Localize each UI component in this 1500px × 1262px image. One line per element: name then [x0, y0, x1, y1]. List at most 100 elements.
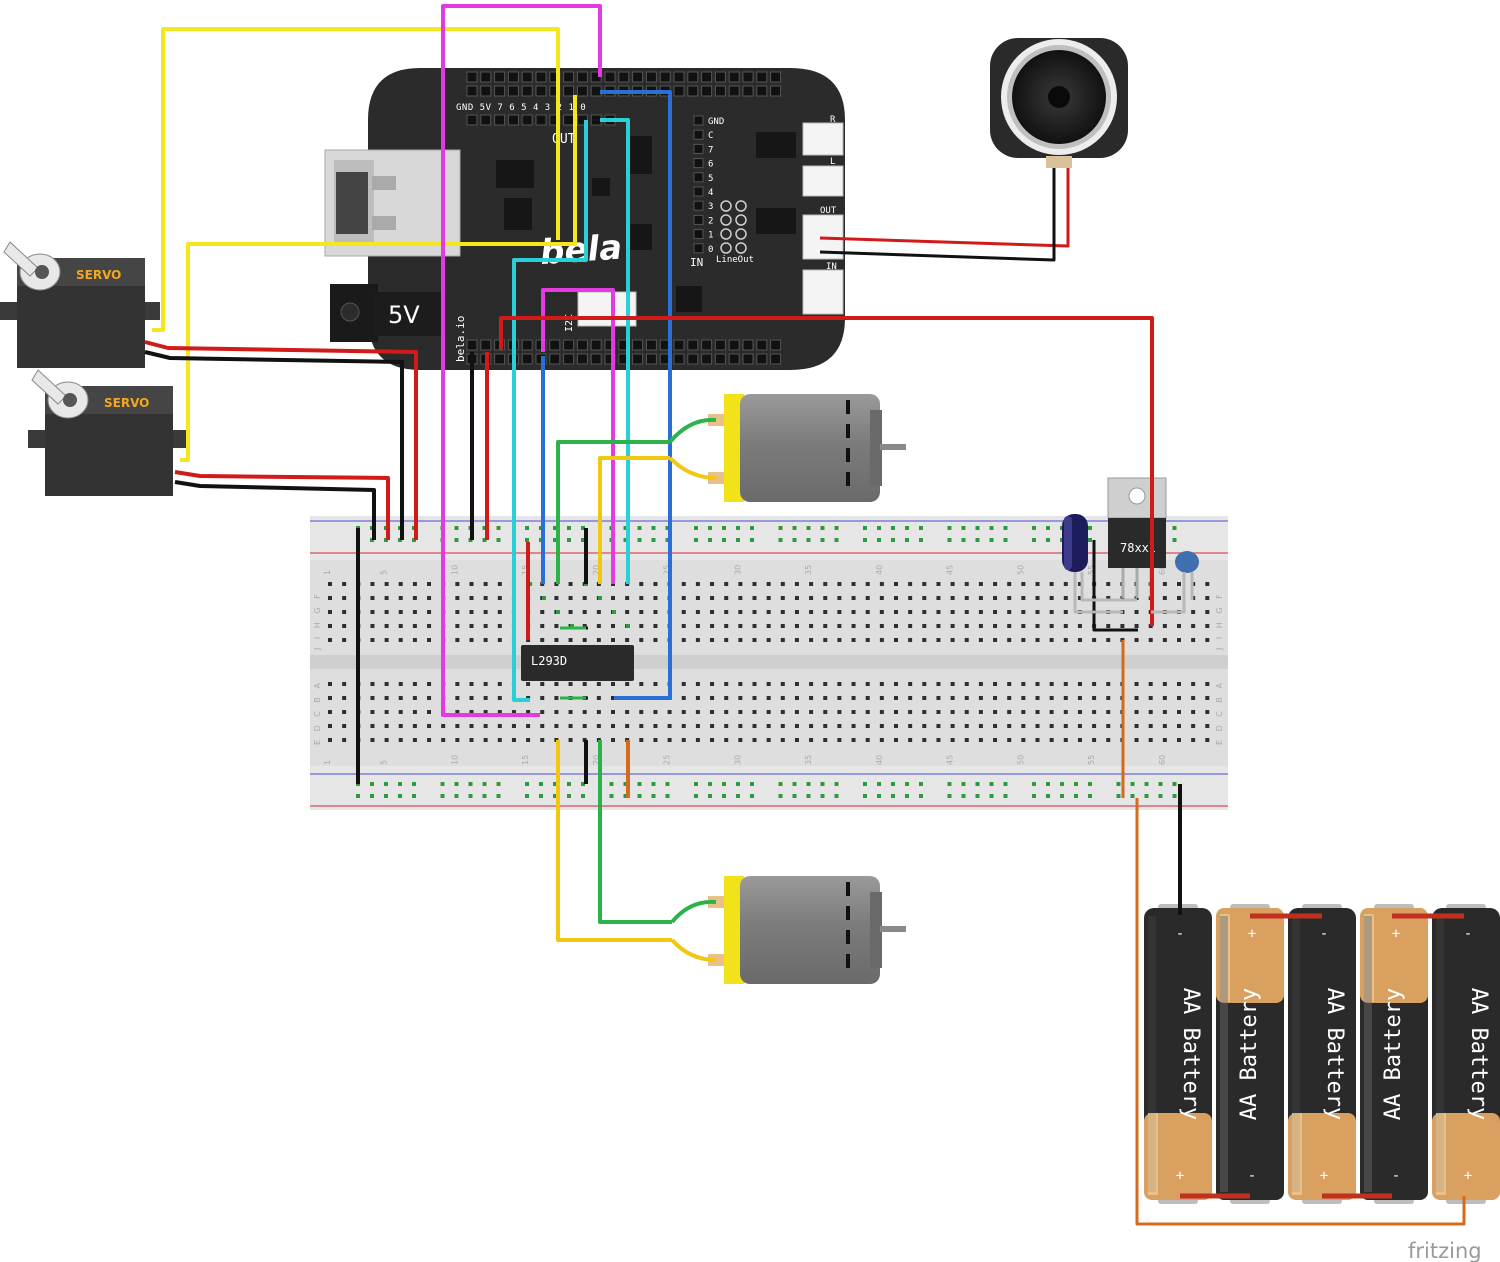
- breadboard-row-letters-bottom-right: E D C B A: [1215, 680, 1224, 745]
- green-wire: [670, 899, 717, 924]
- column-number: 55: [1087, 565, 1096, 575]
- battery-label: AA Battery: [1322, 988, 1347, 1120]
- column-number: 50: [1016, 755, 1025, 765]
- aa-battery: AA Battery + -: [1216, 904, 1284, 1204]
- yellow-wire: [670, 938, 717, 962]
- column-number: 30: [733, 755, 742, 765]
- column-number: 50: [1016, 565, 1025, 575]
- yellow-wire: [668, 456, 717, 480]
- site-label: bela.io: [454, 316, 467, 362]
- orange-wire: [1135, 798, 1466, 1226]
- battery-label: AA Battery: [1381, 988, 1406, 1120]
- battery-polarity-bottom: -: [1248, 1168, 1256, 1184]
- column-number: 5: [380, 760, 389, 765]
- audio-connectors: [802, 122, 844, 315]
- red-wire: [819, 168, 1070, 248]
- column-number: 45: [946, 755, 955, 765]
- breadboard-row-letters-top-right: J I H G F: [1215, 591, 1224, 651]
- battery-label: AA Battery: [1178, 988, 1203, 1120]
- column-number: 60: [1158, 565, 1167, 575]
- top-header-labels: GND 5V 7 6 5 4 3 2 1 0: [456, 103, 586, 113]
- pin-label: 6: [708, 160, 713, 170]
- red-wire: [144, 340, 418, 540]
- black-wire: [1092, 540, 1138, 632]
- black-wire: [819, 168, 1056, 262]
- servo-1-label: SERVO: [76, 268, 121, 282]
- blue-wire: [600, 90, 672, 700]
- column-number: 1: [323, 760, 332, 765]
- column-number: 20: [592, 755, 601, 765]
- wires: [144, 4, 1466, 1226]
- out-label: OUT: [552, 132, 576, 147]
- voltage-regulator: 78xxl: [1107, 477, 1167, 598]
- column-number: 45: [946, 565, 955, 575]
- capacitor-lead: [1151, 572, 1186, 614]
- column-number: 35: [804, 565, 813, 575]
- green-wire: [556, 440, 670, 584]
- aa-battery: AA Battery-+: [1432, 904, 1500, 1204]
- ethernet-port: [324, 149, 461, 257]
- column-number: 10: [450, 755, 459, 765]
- yellow-wire: [556, 740, 672, 942]
- aa-battery: AA Battery-+: [1144, 904, 1212, 1204]
- battery-polarity-bottom: -: [1392, 1168, 1400, 1184]
- regulator-label: 78xxl: [1120, 541, 1156, 555]
- column-number: 10: [450, 565, 459, 575]
- column-number: 1: [323, 570, 332, 575]
- servo-1: SERVO: [0, 241, 160, 368]
- column-number: 35: [804, 755, 813, 765]
- pin-label: 5: [708, 174, 713, 184]
- magenta-wire: [541, 288, 615, 584]
- pin-label: 7: [708, 145, 713, 155]
- bela-logo: bela: [539, 227, 624, 273]
- yellow-wire: [598, 456, 670, 584]
- pin-label: 2: [708, 216, 713, 226]
- battery-polarity-top: +: [1248, 926, 1256, 942]
- ic-label: L293D: [531, 654, 567, 668]
- pin-label: 4: [708, 188, 713, 198]
- battery-polarity-bottom: +: [1464, 1168, 1472, 1184]
- cyan-wire: [600, 118, 630, 584]
- board-chips: [496, 132, 796, 312]
- column-number: 60: [1158, 755, 1167, 765]
- fritzing-watermark: fritzing: [1408, 1239, 1482, 1262]
- lineout-pads: [720, 200, 747, 254]
- red-wire: [174, 470, 390, 540]
- green-wire: [668, 417, 717, 444]
- magenta-wire: [441, 4, 602, 717]
- breadboard-row-letters-bottom: E D C B A: [313, 680, 322, 745]
- capacitor-lead: [1080, 572, 1137, 602]
- column-number: 40: [875, 565, 884, 575]
- red-wire: [499, 316, 1154, 626]
- jack-label-in: IN: [826, 262, 837, 272]
- pin-label: 3: [708, 202, 713, 212]
- column-number: 30: [733, 565, 742, 575]
- aa-battery: AA Battery + -: [1360, 904, 1428, 1204]
- servo-2-label: SERVO: [104, 396, 149, 410]
- pin-label: C: [708, 131, 713, 141]
- breadboard: 1155101015152020252530303535404045455050…: [310, 516, 1228, 810]
- battery-label: AA Battery: [1237, 988, 1262, 1120]
- pin-label: GND: [708, 117, 724, 127]
- column-number: 20: [592, 565, 601, 575]
- black-wire: [144, 350, 404, 540]
- jack-label-r: R: [830, 115, 836, 125]
- speaker: [990, 38, 1128, 168]
- breadboard-column-numbers: 1155101015152020252530303535404045455050…: [323, 565, 1167, 765]
- battery-polarity-bottom: +: [1320, 1168, 1328, 1184]
- column-number: 25: [663, 755, 672, 765]
- lineout-label: LineOut: [716, 255, 754, 265]
- column-number: 40: [875, 755, 884, 765]
- battery-polarity-top: -: [1320, 926, 1328, 942]
- battery-polarity-top: +: [1392, 926, 1400, 942]
- cyan-wire: [512, 120, 588, 702]
- column-number: 15: [521, 565, 530, 575]
- yellow-wire: [152, 27, 560, 332]
- dc-power-jack: 5V: [330, 284, 442, 342]
- breadboard-row-letters-top: J I H G F: [313, 591, 322, 651]
- dc-motor-1: [708, 394, 906, 502]
- column-number: 15: [521, 755, 530, 765]
- electrolytic-capacitor: [1062, 514, 1088, 572]
